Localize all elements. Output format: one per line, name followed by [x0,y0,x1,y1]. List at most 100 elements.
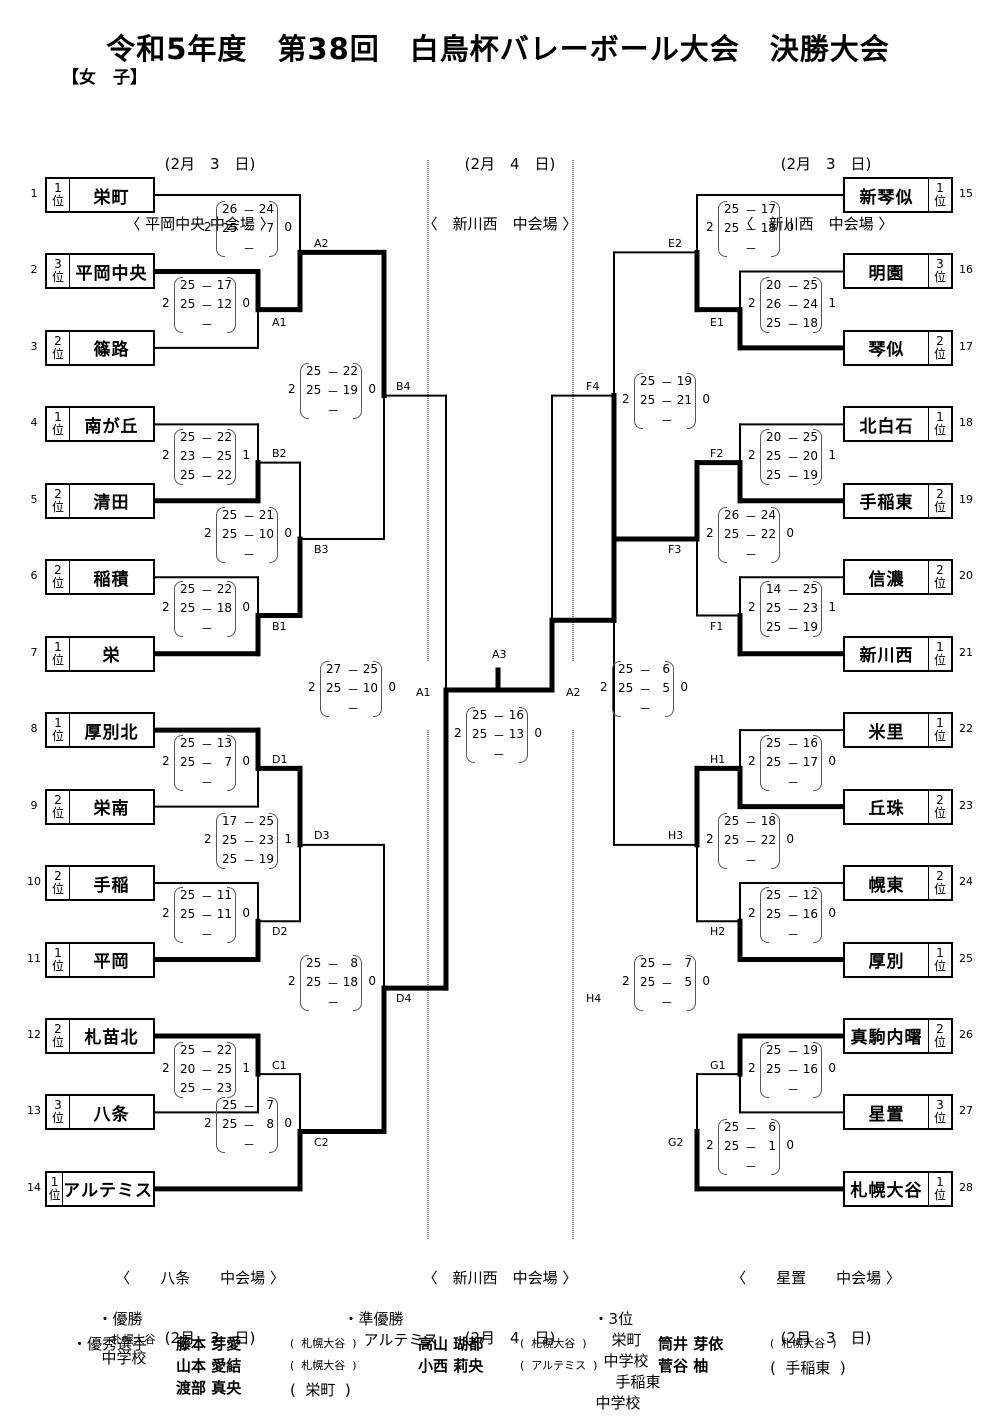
set-dash: － [745,529,758,543]
seed-number: 15 [959,187,973,200]
set-points-a [724,546,742,564]
sets-won: 2 [748,1061,756,1075]
set-score: － [724,852,776,870]
sets-won: 2 [706,220,714,234]
set-points-b: 24 [760,508,776,522]
mvp-player-team: ( アルテミス ) [520,1359,598,1372]
set-points-b: 21 [676,393,692,407]
third-team-2: 手稲東 [615,1373,661,1391]
set-dash: － [201,603,214,617]
rank-number: 1 [54,639,62,654]
top-center-venue: 〈 新川西 中会場 〉 [422,215,578,233]
match-label: B1 [272,620,287,633]
set-points-b: 24 [802,297,818,311]
sets-won: 2 [204,1116,212,1130]
sets-won: 2 [622,974,630,988]
rank-suffix: 位 [933,1187,946,1202]
set-points-a: 25 [640,975,656,989]
set-points-b [256,240,274,258]
rank-number: 2 [936,333,944,348]
rank-number: 2 [54,486,62,501]
set-points-a: 25 [222,527,238,541]
set-score: 26 －24 [724,508,776,526]
mvp-player-team: ( 札幌大谷 ) [520,1337,587,1350]
team-name: 清田 [93,493,130,514]
set-dash: － [745,1160,758,1174]
match-label: E1 [710,316,724,329]
set-points-b [674,412,692,430]
rank-number: 1 [936,945,944,960]
rank-suffix: 位 [51,499,64,514]
set-dash: － [243,529,256,543]
top-right-date: (2月 3 日) [780,155,872,173]
set-score: － [180,620,232,638]
set-points-a: 25 [640,956,656,970]
seed-number: 11 [27,951,41,965]
set-dash: － [787,909,800,923]
sets-lost: 1 [242,1061,250,1075]
set-points-a [724,1158,742,1176]
rank-suffix: 位 [51,1034,64,1049]
set-points-b [800,774,818,792]
set-points-a: 25 [640,374,656,388]
set-points-b: 7 [224,755,232,769]
set-points-b: 22 [216,582,232,596]
sets-lost: 0 [786,526,794,540]
sets-lost: 1 [828,600,836,614]
set-dash: － [787,1045,800,1059]
set-dash: － [327,366,340,380]
set-score: － [640,994,692,1012]
bottom-center-venue: 〈 新川西 中会場 〉 [422,1269,578,1287]
runner-up-team: アルテミス [363,1331,439,1349]
set-score: 25－21 [222,508,274,526]
set-points-a [766,1081,784,1099]
set-score: 20－25 [766,278,818,296]
set-score: 25－22 [180,582,232,600]
set-points-b: 25 [802,278,818,292]
set-points-b: 5 [684,975,692,989]
set-points-a: 25 [766,449,782,463]
set-score: 26－24 [766,297,818,315]
set-dash: － [327,977,340,991]
set-score: 25－18 [724,814,776,832]
set-points-b [800,1081,818,1099]
rank-number: 1 [936,410,944,425]
mvp-player-name: 山本 愛結 [176,1357,242,1375]
set-score: 25－19 [766,468,818,486]
rank-suffix: 位 [48,1187,61,1202]
set-points-a: 25 [180,907,196,921]
set-points-a: 26 [724,508,740,522]
set-points-b: 24 [258,202,274,216]
set-dash: － [787,280,800,294]
set-points-b [340,994,358,1012]
set-points-a: 25 [724,221,740,235]
sets-won: 2 [706,1138,714,1152]
match-label: B2 [272,447,287,460]
seed-number: 6 [30,569,38,583]
top-right-venue: 〈 新川西 中会場 〉 [738,215,894,233]
set-dash: － [745,510,758,524]
sets-lost: 0 [702,392,710,406]
set-score: － [180,316,232,334]
set-points-a [180,774,198,792]
set-dash: － [327,404,340,418]
set-dash: － [243,1119,256,1133]
team-name: 栄 [102,646,121,667]
set-points-b [758,240,776,258]
set-points-a: 25 [222,852,238,866]
